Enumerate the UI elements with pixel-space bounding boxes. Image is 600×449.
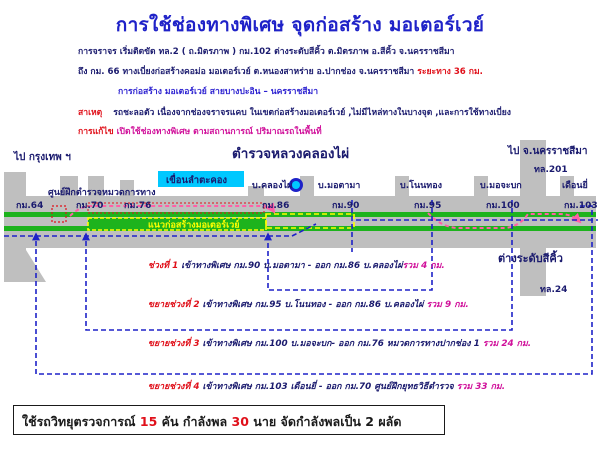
route-line-top [4, 223, 317, 237]
highway-24-road [520, 244, 546, 296]
marker-zone-left [87, 202, 265, 214]
info-cause: สาเหตุ รถชะลอตัว เนื่องจากช่องจราจรแคบ ใ… [78, 105, 511, 119]
side-road-km76 [120, 180, 134, 200]
route-3-desc: เข้าทางพิเศษ กม.100 บ.มอจะบก- ออก กม.76 … [199, 338, 479, 349]
info-distance: ระยะทาง 36 กม. [417, 67, 483, 77]
dam-label: เขื่อนลำตะคอง [166, 172, 227, 186]
diagram-title: การใช้ช่องทางพิเศษ จุดก่อสร้าง มอเตอร์เว… [115, 14, 485, 36]
police-station-label: ตำรวจหลวงคลองไผ่ [232, 145, 349, 162]
route-3-total: รวม 24 กม. [480, 339, 531, 349]
summary-personnel: 30 [231, 414, 249, 429]
highway-201-road [520, 140, 546, 200]
place-name-km76: หมวดการทาง [102, 188, 155, 198]
place-name-km70: ศูนย์ฝึกตำรวจ [48, 186, 102, 198]
highway-24-label: ทล.24 [540, 285, 567, 295]
pink-path-main [69, 202, 276, 217]
route-4-text: ขยายช่วงที่ 4 เข้าทางพิเศษ กม.103 เดือนย… [148, 379, 505, 392]
place-km-km86: กม.86 [262, 201, 289, 211]
info-line-3: การก่อสร้าง มอเตอร์เวย์ สายบางปะอิน – นค… [118, 87, 319, 97]
side-road-km90 [300, 176, 314, 200]
side-road-km103 [560, 176, 574, 200]
route-1-desc: เข้าทางพิเศษ กม.90 บ.มอตามา - ออก กม.86 … [178, 259, 404, 271]
route-line-4 [32, 205, 593, 375]
info-line-1: การจราจร เริ่มติดขัด ทล.2 ( ถ.มิตรภาพ ) … [78, 47, 455, 57]
info-line-2: ถึง กม. 66 ทางเบี่ยงก่อสร้างคอม่อ มอเตอร… [78, 64, 483, 78]
place-name-km90: บ.มอตามา [318, 181, 360, 191]
construction-label: แนวก่อสร้างมอเตอร์เวย์ [148, 219, 240, 231]
place-name-km100: บ.มอจะบก [480, 181, 522, 191]
place-km-km100: กม.100 [486, 201, 520, 211]
summary-part-1: ใช้รถวิทยุตรวจการณ์ [22, 414, 140, 429]
route-line-3 [82, 200, 513, 331]
route-3-text: ขยายช่วงที่ 3 เข้าทางพิเศษ กม.100 บ.มอจะ… [148, 336, 531, 349]
police-badge-icon [289, 178, 303, 192]
place-km-km90: กม.90 [332, 201, 359, 211]
to-nakhon-label: ไป จ.นครราชสีมา [507, 144, 588, 157]
route-2-desc: เข้าทางพิเศษ กม.95 บ.โนนทอง - ออก กม.86 … [199, 298, 425, 310]
highway-201-label: ทล.201 [534, 165, 568, 175]
side-road-km70 [88, 176, 104, 200]
construction-dashes-right [265, 213, 355, 229]
dam-label-box [158, 171, 244, 187]
side-road-km95 [395, 176, 409, 200]
route-2-prefix: ขยายช่วงที่ 2 [148, 297, 199, 310]
special-lane-pink [69, 202, 582, 229]
marker-km70 [51, 205, 67, 223]
side-road-km100 [474, 176, 488, 200]
place-name-km103: เดือนยี่ [562, 178, 588, 191]
fix-label: การแก้ไข [78, 127, 114, 137]
route-2-total: รวม 9 กม. [423, 300, 468, 310]
resource-summary-box: ใช้รถวิทยุตรวจการณ์ 15 คัน กำลังพล 30 นา… [13, 405, 445, 435]
route-1-text: ช่วงที่ 1 เข้าทางพิเศษ กม.90 บ.มอตามา - … [148, 258, 445, 271]
route-3-prefix: ขยายช่วงที่ 3 [148, 336, 199, 349]
place-name-km86: บ.คลองไผ่ [252, 179, 292, 191]
route-2-text: ขยายช่วงที่ 2 เข้าทางพิเศษ กม.95 บ.โนนทอ… [148, 297, 469, 310]
pink-path-right [427, 212, 582, 229]
place-name-km95: บ.โนนทอง [400, 179, 442, 191]
summary-vehicles: 15 [139, 414, 158, 429]
side-road-km64 [60, 176, 78, 200]
route-1-prefix: ช่วงที่ 1 [148, 258, 178, 271]
km64-label: กม.64 [16, 201, 43, 211]
route-4-desc: เข้าทางพิเศษ กม.103 เดือนยี่ - ออก กม.70… [199, 379, 454, 392]
route-lines [4, 200, 598, 375]
info-fix: การแก้ไข เปิดใช้ช่องทางพิเศษ ตามสถานการณ… [78, 124, 322, 138]
route-line-2 [264, 200, 433, 291]
to-bangkok-label: ไป กรุงเทพ ฯ [13, 150, 71, 163]
side-road-km86 [248, 186, 264, 200]
place-km-km95: กม.95 [414, 201, 441, 211]
fix-text: เปิดใช้ช่องทางพิเศษ ตามสถานการณ์ ปริมาณร… [116, 127, 322, 137]
summary-part-2: คัน กำลังพล [157, 414, 232, 429]
route-4-total: รวม 33 กม. [454, 382, 505, 392]
route-4-prefix: ขยายช่วงที่ 4 [148, 379, 199, 392]
route-1-total: รวม 4 กม. [403, 261, 445, 271]
place-km-km76: กม.76 [124, 201, 151, 211]
interchange-label: ต่างระดับสีคิ้ว [498, 250, 563, 265]
place-km-km103: กม.103 [564, 201, 598, 211]
resource-summary: ใช้รถวิทยุตรวจการณ์ 15 คัน กำลังพล 30 นา… [22, 412, 401, 432]
place-km-km70: กม.70 [76, 201, 103, 211]
info-line-2-text: ถึง กม. 66 ทางเบี่ยงก่อสร้างคอม่อ มอเตอร… [78, 67, 415, 77]
road-network [4, 140, 596, 296]
summary-part-3: นาย จัดกำลังพลเป็น 2 ผลัด [248, 414, 402, 429]
cause-text: รถชะลอตัว เนื่องจากช่องจราจรแคบ ในเขตก่อ… [113, 108, 511, 118]
cause-label: สาเหตุ [78, 108, 103, 118]
